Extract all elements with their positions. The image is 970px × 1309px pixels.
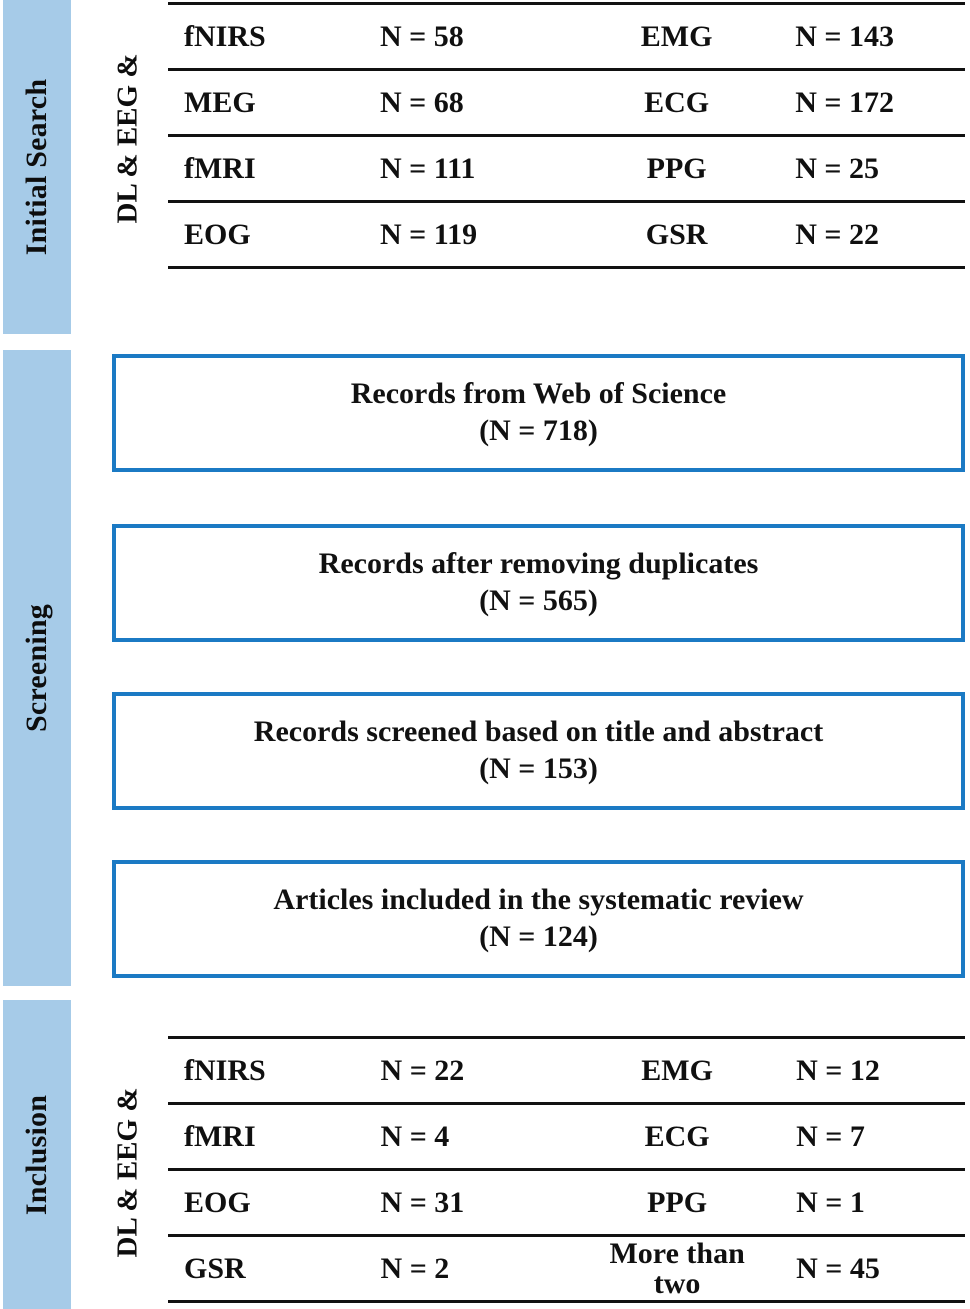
cell-modality-b: PPG [584, 134, 770, 203]
initial-search-modality-table: fNIRS N = 58 EMG N = 143 MEG N = 68 ECG … [168, 2, 965, 269]
cell-modality-a: fMRI [168, 1102, 359, 1171]
stage-bar-inclusion: Inclusion [3, 1000, 71, 1309]
cell-count-b: N = 25 [769, 134, 965, 203]
cell-count-b: N = 22 [769, 200, 965, 269]
cell-count-a: N = 119 [357, 200, 585, 269]
flow-box-count: (N = 718) [479, 414, 598, 447]
stage-label-screening: Screening [20, 604, 54, 732]
table-row: EOG N = 31 PPG N = 1 [168, 1168, 965, 1237]
table-row: fNIRS N = 58 EMG N = 143 [168, 2, 965, 71]
cell-count-a: N = 22 [358, 1036, 585, 1105]
cell-modality-a: EOG [168, 1168, 359, 1237]
stage-label-initial-search: Initial Search [20, 78, 53, 256]
table-row: GSR N = 2 More than two N = 45 [168, 1234, 965, 1303]
cell-modality-a: MEG [168, 68, 358, 137]
cell-modality-a: EOG [168, 200, 358, 269]
table-row: fMRI N = 111 PPG N = 25 [168, 134, 965, 203]
cell-modality-a: fMRI [168, 134, 358, 203]
flow-box-count: (N = 153) [479, 752, 598, 785]
cell-count-b: N = 172 [769, 68, 965, 137]
side-label-inclusion-text: DL & EEG & [111, 1087, 144, 1257]
flow-box-title: Records from Web of Science [350, 377, 727, 411]
cell-modality-a: GSR [168, 1234, 359, 1303]
table-row: fNIRS N = 22 EMG N = 12 [168, 1036, 965, 1105]
flow-box-records-screened: Records screened based on title and abst… [112, 692, 965, 810]
cell-count-a: N = 2 [358, 1234, 585, 1303]
table-row: fMRI N = 4 ECG N = 7 [168, 1102, 965, 1171]
flow-box-articles-included: Articles included in the systematic revi… [112, 860, 965, 978]
flow-box-count: (N = 124) [479, 920, 598, 953]
cell-count-a: N = 111 [357, 134, 585, 203]
flow-box-title: Records after removing duplicates [318, 547, 759, 581]
flow-box-count: (N = 565) [479, 584, 598, 617]
cell-count-b: N = 143 [769, 2, 965, 71]
cell-count-a: N = 4 [358, 1102, 585, 1171]
cell-modality-a: fNIRS [168, 1036, 359, 1105]
cell-modality-b: ECG [584, 1102, 771, 1171]
table-row: EOG N = 119 GSR N = 22 [168, 200, 965, 269]
cell-modality-b: ECG [584, 68, 770, 137]
inclusion-modality-table: fNIRS N = 22 EMG N = 12 fMRI N = 4 ECG N… [168, 1036, 965, 1303]
cell-modality-b: EMG [584, 1036, 771, 1105]
stage-bar-initial-search: Initial Search [3, 0, 71, 334]
side-label-initial-search: DL & EEG & [108, 4, 148, 272]
cell-count-a: N = 58 [357, 2, 585, 71]
cell-count-a: N = 31 [358, 1168, 585, 1237]
stage-label-inclusion: Inclusion [20, 1094, 54, 1215]
cell-modality-a: fNIRS [168, 2, 358, 71]
side-label-inclusion: DL & EEG & [108, 1038, 148, 1306]
flow-box-title: Articles included in the systematic revi… [273, 883, 804, 917]
cell-count-b: N = 12 [770, 1036, 965, 1105]
cell-count-b: N = 1 [770, 1168, 965, 1237]
cell-modality-b: PPG [584, 1168, 771, 1237]
table-row: MEG N = 68 ECG N = 172 [168, 68, 965, 137]
stage-bar-screening: Screening [3, 350, 71, 986]
flow-box-title: Records screened based on title and abst… [253, 715, 824, 749]
cell-count-b: N = 45 [770, 1234, 965, 1303]
cell-count-b: N = 7 [770, 1102, 965, 1171]
cell-modality-b: GSR [584, 200, 770, 269]
flow-box-records-web-of-science: Records from Web of Science (N = 718) [112, 354, 965, 472]
cell-count-a: N = 68 [357, 68, 585, 137]
side-label-initial-search-text: DL & EEG & [111, 53, 144, 223]
flow-box-records-after-dedup: Records after removing duplicates (N = 5… [112, 524, 965, 642]
cell-modality-b: EMG [584, 2, 770, 71]
cell-modality-b: More than two [584, 1234, 771, 1303]
